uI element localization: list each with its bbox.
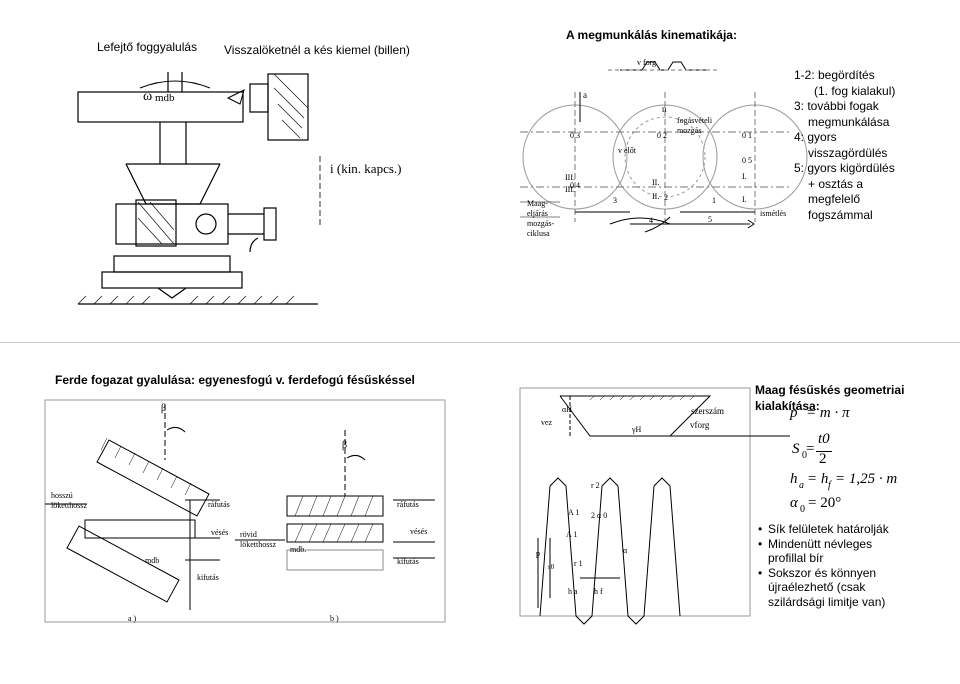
vez-label: vez [541,418,553,427]
formula-thickness-sub: 0 [802,450,807,461]
a-label: a [583,90,587,100]
step-line: megfelelő [808,192,861,206]
mdb-label-2: mdb. [290,545,307,554]
i-label-2: I. [742,195,747,204]
ii-label-2: II. [652,192,660,201]
bullet-item: Sík felületek határolják [758,522,889,537]
step-num-1: 1 [712,196,716,205]
fraction-bar [816,451,832,452]
omega-label: ω [143,89,153,104]
o4-label: 0 4 [570,181,580,190]
ismetles-label: ismétlés [760,209,787,218]
mdb-label-1: mdb [145,556,160,565]
o3-label: 0 3 [570,131,580,140]
step-line: visszagördülés [808,145,888,160]
bullet-item: Mindenütt névleges [758,537,889,552]
ii-label-1: II. [652,178,660,187]
n-label: n [662,104,667,114]
a1-label-2: A 1 [566,530,578,539]
hosszu-label: hosszú löketthossz [51,491,87,510]
formula-height-sub2: f [828,480,831,491]
step-line: + osztás a [808,176,864,191]
i-label-1: I. [742,172,747,181]
bullet-item-continuation: újraélezhető (csak [768,580,866,594]
formula-thickness-den: 2 [819,451,827,467]
formula-pitch-lhs: p [790,405,798,421]
o5-label: 0 5 [742,156,752,165]
formula-height-lhs: h [790,471,798,487]
bullet-item-continuation: profillal bír [768,551,824,565]
slide1-left-title: Lefejtő foggyalulás [97,40,198,54]
beta-label-1: β [161,403,167,414]
fogas-label: fogásvételi mozgás [677,116,713,135]
r1-label: r 1 [574,559,583,568]
bullet-item-continuation: szilárdsági limitje van) [768,594,886,609]
rafutas-label-1: ráfutás [208,500,230,509]
beta-label-2: β [342,440,348,451]
r2-label: r 2 [591,481,600,490]
step-line: megmunkálása [808,114,890,129]
step-line: 4: gyors [794,130,837,144]
formula-angle-lhs: α [790,495,798,511]
formula-height-rhs: = 1,25 · m [835,471,898,487]
slide2-left-title: Ferde fogazat gyalulása: egyenesfogú v. … [55,373,415,387]
maag-bullets: Sík felületek határolják Mindenütt névle… [758,522,889,609]
iii-label-1: III. [565,173,575,182]
mdb-label: mdb [155,92,175,104]
maag-label: Maag-eljárás mozgás-ciklusa [527,199,555,238]
formula-thickness-lhs: S [792,441,800,457]
gear-shaper-figure [77,72,321,305]
a1-label-1: A 1 [568,508,580,517]
kifutas-label-1: kifutás [197,573,219,582]
rovid-label: rövid löketthossz [240,530,276,549]
step-line: (1. fog kialakul) [814,83,896,98]
p-label: p [536,549,540,558]
rafutas-label-2: ráfutás [397,500,419,509]
bullet-item: Sokszor és könnyen [758,566,889,581]
szerszam-label: szerszám [691,406,724,416]
o1-label: 0 1 [742,131,752,140]
slide2-right-title: Maag fésűskés geometriai kialakítása: [755,383,905,413]
o2-label: 0 2 [657,131,667,140]
gamma-h-label: γH [632,425,642,434]
hf-label: h f [594,587,603,596]
helical-planing-figure [44,399,446,623]
veses-label-2: vésés [410,527,428,536]
two-alpha-label: 2 α 0 [591,511,608,520]
slide1-mid-title: Visszalöketnél a kés kiemel (billen) [224,43,410,57]
step-line: fogszámmal [808,207,873,222]
formula-height-sub: a [799,480,804,491]
formula-pitch-rhs: = m · π [806,405,850,421]
vforg-label: v forg [637,58,657,67]
alpha-h-label: αH [562,405,572,414]
vforg-label-2: vforg [690,420,710,430]
ratio-label: i (kin. kapcs.) [330,161,402,176]
maag-cutter-figure [519,387,790,625]
step-line: 5: gyors kigördülés [794,161,895,175]
step-line: 1-2: begördítés [794,68,875,82]
step-num-2: 2 [664,193,668,202]
subfig-a-label: a ) [128,614,137,623]
kinematics-figure [520,61,808,233]
ha-label: h a [568,587,578,596]
formula-height-mid: = h [807,471,829,487]
veses-label-1: vésés [211,528,229,537]
formula-thickness-num: t0 [818,431,830,447]
step-line: 3: további fogak [794,99,879,113]
subfig-b-label: b ) [330,614,339,623]
formula-angle-rhs: = 20° [808,495,842,511]
slide1-right-title: A megmunkálás kinematikája: [566,28,737,42]
alpha-label: α [623,546,628,555]
step-num-5: 5 [708,215,712,224]
kifutas-label-2: kifutás [397,557,419,566]
kinematics-steps: 1-2: begördítés (1. fog kialakul) 3: tov… [794,68,895,223]
iii-label-2: III. [565,185,575,194]
step-num-4: 4 [649,216,653,225]
velot-label: v előt [618,146,636,155]
step-num-3: 3 [613,196,617,205]
slide-divider [0,342,960,343]
formula-angle-sub: 0 [800,504,805,515]
s0-label: s0 [548,563,555,571]
